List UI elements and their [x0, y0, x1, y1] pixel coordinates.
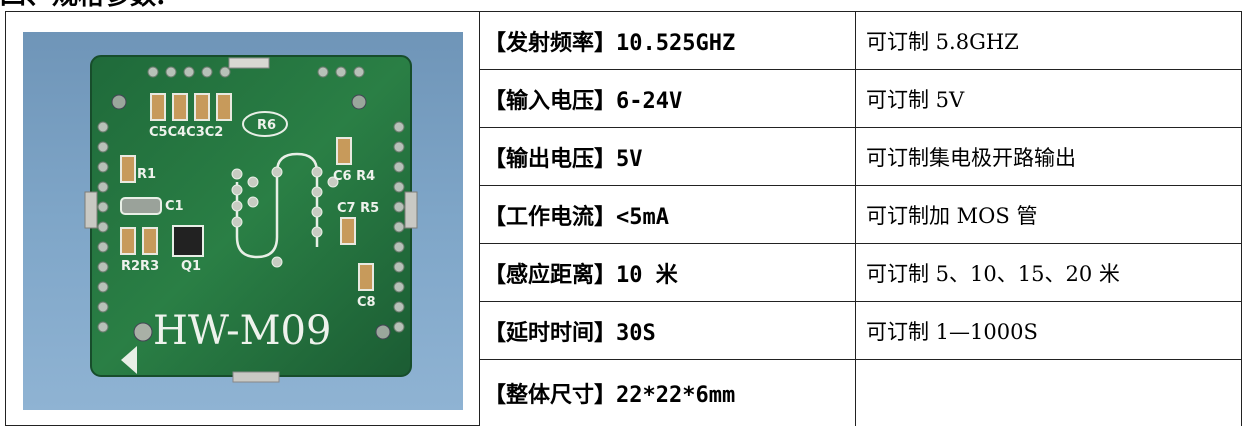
spec-table: R6 C5C4C3C2 R1 C6 R4 C1 C7 R5 R2R3 Q1 C8…	[5, 11, 1242, 426]
table-row: R6 C5C4C3C2 R1 C6 R4 C1 C7 R5 R2R3 Q1 C8…	[5, 11, 1242, 426]
spec-key: 【延时时间】30S	[479, 301, 856, 360]
pcb-model-label: HW-M09	[153, 308, 331, 354]
table-row: 【延时时间】30S 可订制 1—1000S	[6, 301, 1242, 360]
pcb-label-c1: C1	[165, 199, 184, 214]
spec-value: 可订制 1—1000S	[855, 301, 1242, 360]
table-row: 【整体尺寸】22*22*6mm	[6, 359, 1242, 426]
spec-key: 【工作电流】<5mA	[479, 185, 856, 244]
spec-key: 【输出电压】5V	[479, 127, 856, 186]
pcb-label-c8: C8	[357, 295, 376, 310]
spec-value: 可订制集电极开路输出	[855, 127, 1242, 186]
table-row: 【输出电压】5V 可订制集电极开路输出	[6, 127, 1242, 186]
pcb-label-r1: R1	[137, 167, 156, 182]
spec-value	[855, 359, 1242, 426]
pcb-label-q1: Q1	[181, 259, 201, 274]
spec-key: 【整体尺寸】22*22*6mm	[479, 359, 856, 426]
spec-key: 【发射频率】10.525GHZ	[479, 11, 856, 70]
table-row: 【工作电流】<5mA 可订制加 MOS 管	[6, 185, 1242, 244]
spec-key: 【输入电压】6-24V	[479, 69, 856, 128]
pcb-label-r6: R6	[257, 118, 276, 133]
pcb-label-r2r3: R2R3	[121, 259, 159, 274]
table-row: 【输入电压】6-24V 可订制 5V	[6, 69, 1242, 128]
spec-value: 可订制 5V	[855, 69, 1242, 128]
spec-value: 可订制 5、10、15、20 米	[855, 243, 1242, 302]
product-image-cell: R6 C5C4C3C2 R1 C6 R4 C1 C7 R5 R2R3 Q1 C8…	[5, 11, 480, 426]
product-photo: R6 C5C4C3C2 R1 C6 R4 C1 C7 R5 R2R3 Q1 C8…	[23, 32, 463, 410]
section-heading: 四、规格参数:	[0, 0, 166, 10]
table-row: 【感应距离】10 米 可订制 5、10、15、20 米	[6, 243, 1242, 302]
spec-key: 【感应距离】10 米	[479, 243, 856, 302]
spec-value: 可订制 5.8GHZ	[855, 11, 1242, 70]
pcb-label-c7r5: C7 R5	[337, 201, 379, 216]
pcb-label-c5c4c3c2: C5C4C3C2	[149, 125, 223, 140]
pcb-label-c6r4: C6 R4	[333, 169, 375, 184]
spec-value: 可订制加 MOS 管	[855, 185, 1242, 244]
